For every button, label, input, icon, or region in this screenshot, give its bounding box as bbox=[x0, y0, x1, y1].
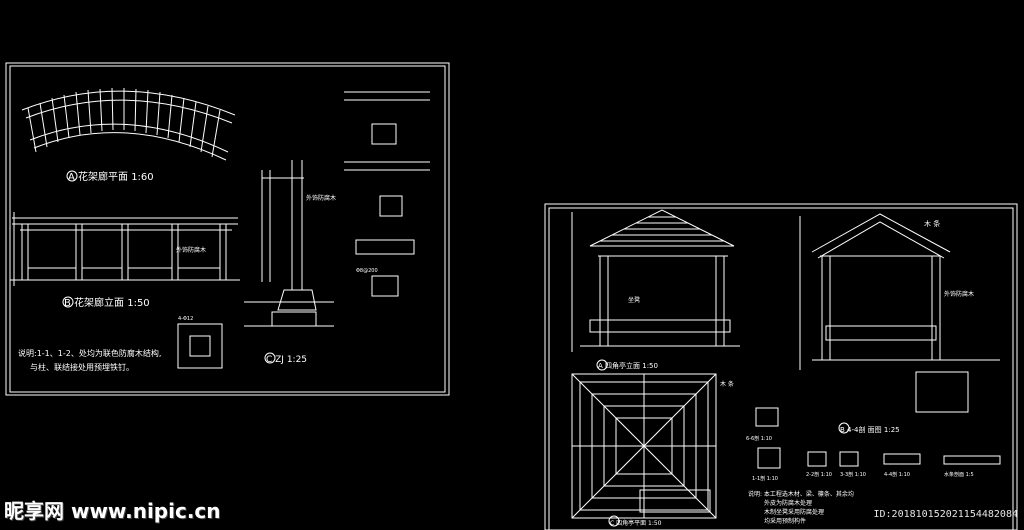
detail-drawings bbox=[177, 91, 430, 369]
right-sheet: 坐凳 A 四角亭立面 1:50 木 条 外饰防腐木 B 4-4剖 面图 1:25 bbox=[544, 203, 1018, 530]
section-id-5: 水条剖面 1:5 bbox=[944, 471, 974, 478]
label-sec6: 6-6剖 1:10 bbox=[746, 435, 772, 442]
label-wood-right: 外饰防腐木 bbox=[944, 290, 974, 298]
right-sheet-inner-frame bbox=[548, 207, 1014, 530]
right-sheet-frame bbox=[544, 203, 1018, 530]
section-details bbox=[755, 407, 1001, 469]
section-title: C ZJ 1:25 bbox=[266, 355, 307, 365]
section-id-2: 2-2剖 1:10 bbox=[806, 471, 832, 478]
label-wood-section: 外饰防腐木 bbox=[306, 194, 336, 202]
elevation-title: B 花架廊立面 1:50 bbox=[64, 296, 150, 309]
note-line-1: 说明:1-1、1-2、处均为联色防腐木结构, bbox=[18, 348, 161, 358]
notes-line-4: 均采用预制构件 bbox=[764, 517, 806, 525]
label-wood-elev: 外饰防腐木 bbox=[176, 246, 206, 254]
label-dim-2: Φ8@200 bbox=[356, 268, 378, 274]
left-sheet-frame bbox=[5, 62, 450, 396]
section-id-4: 4-4剖 1:10 bbox=[884, 471, 910, 478]
watermark-id: ID:201810152021154482084 bbox=[873, 509, 1019, 520]
elev-right-title: B 4-4剖 面图 1:25 bbox=[840, 425, 900, 434]
column-section-drawing bbox=[244, 160, 334, 364]
watermark-brand: 昵享网 www.nipic.cn bbox=[4, 499, 221, 523]
notes-line-3: 木制坐凳采用防腐处理 bbox=[764, 508, 824, 516]
pavilion-elevation-drawing bbox=[571, 209, 740, 371]
pergola-elevation-drawing bbox=[10, 212, 240, 308]
notes-line-2: 外皮为防腐木处理 bbox=[764, 499, 812, 507]
elev-left-title: A 四角亭立面 1:50 bbox=[598, 361, 658, 370]
label-beam: 坐凳 bbox=[628, 296, 640, 304]
section-id-1: 1-1剖 1:10 bbox=[752, 475, 778, 482]
label-roof: 木 条 bbox=[924, 219, 940, 228]
section-id-3: 3-3剖 1:10 bbox=[840, 471, 866, 478]
left-sheet: A 花架廊平面 1:60 外饰防腐木 B 花架廊立面 1:50 bbox=[5, 62, 450, 396]
label-dim-1: 4-Φ12 bbox=[178, 316, 193, 322]
plan-title: A 花架廊平面 1:60 bbox=[68, 170, 154, 183]
left-sheet-inner-frame bbox=[9, 65, 446, 393]
plan-title-right: C 四角亭平面 1:50 bbox=[610, 519, 662, 527]
label-ruler: 木 条 bbox=[720, 380, 734, 388]
notes-line-1: 说明: 本工程选木材、梁、檩条、其余均 bbox=[748, 490, 854, 498]
note-line-2: 与柱、联结接处用预埋铁钉。 bbox=[30, 362, 134, 372]
pavilion-section-drawing bbox=[799, 213, 1000, 434]
pavilion-plan-drawing bbox=[571, 373, 717, 527]
pergola-plan-drawing bbox=[21, 87, 236, 182]
